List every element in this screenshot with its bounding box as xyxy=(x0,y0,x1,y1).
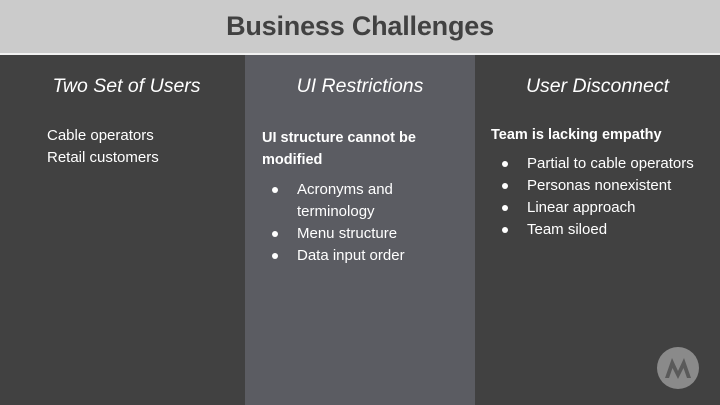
bullet-list: Acronyms and terminology Menu structure … xyxy=(272,179,457,267)
list-item: Menu structure xyxy=(272,223,457,245)
motorola-logo-icon xyxy=(657,347,699,389)
list-item: Partial to cable operators xyxy=(502,153,702,175)
bullet-icon xyxy=(502,183,508,189)
bullet-text: Personas nonexistent xyxy=(527,177,672,194)
column-user-disconnect: User Disconnect Team is lacking empathy … xyxy=(475,55,720,405)
column-subheading: Team is lacking empathy xyxy=(491,127,662,143)
users-list: Cable operators Retail customers xyxy=(47,125,159,169)
bullet-text: Acronyms and terminology xyxy=(297,181,393,220)
column-two-set-of-users: Two Set of Users Cable operators Retail … xyxy=(0,55,245,405)
column-subheading: UI structure cannot be modified xyxy=(262,130,416,168)
bullet-text: Data input order xyxy=(297,247,405,264)
bullet-text: Linear approach xyxy=(527,199,636,216)
bullet-list: Partial to cable operators Personas none… xyxy=(502,153,702,241)
bullet-icon xyxy=(502,205,508,211)
list-item: Acronyms and terminology xyxy=(272,179,457,223)
bullet-text: Partial to cable operators xyxy=(527,155,694,172)
bullet-icon xyxy=(502,227,508,233)
slide-title: Business Challenges xyxy=(226,11,494,41)
column-ui-restrictions: UI Restrictions UI structure cannot be m… xyxy=(245,55,475,405)
bullet-text: Menu structure xyxy=(297,225,398,242)
bullet-text: Team siloed xyxy=(527,221,608,238)
column-heading: User Disconnect xyxy=(525,75,670,97)
bullet-icon xyxy=(272,253,278,259)
bullet-icon xyxy=(272,187,278,193)
column-heading: Two Set of Users xyxy=(52,75,201,97)
bullet-icon xyxy=(502,161,508,167)
list-item: Cable operators xyxy=(47,127,154,144)
slide-header: Business Challenges xyxy=(0,0,720,55)
list-item: Personas nonexistent xyxy=(502,175,702,197)
list-item: Data input order xyxy=(272,245,457,267)
column-heading: UI Restrictions xyxy=(296,75,424,97)
list-item: Team siloed xyxy=(502,219,702,241)
bullet-icon xyxy=(272,231,278,237)
list-item: Retail customers xyxy=(47,149,159,166)
list-item: Linear approach xyxy=(502,197,702,219)
